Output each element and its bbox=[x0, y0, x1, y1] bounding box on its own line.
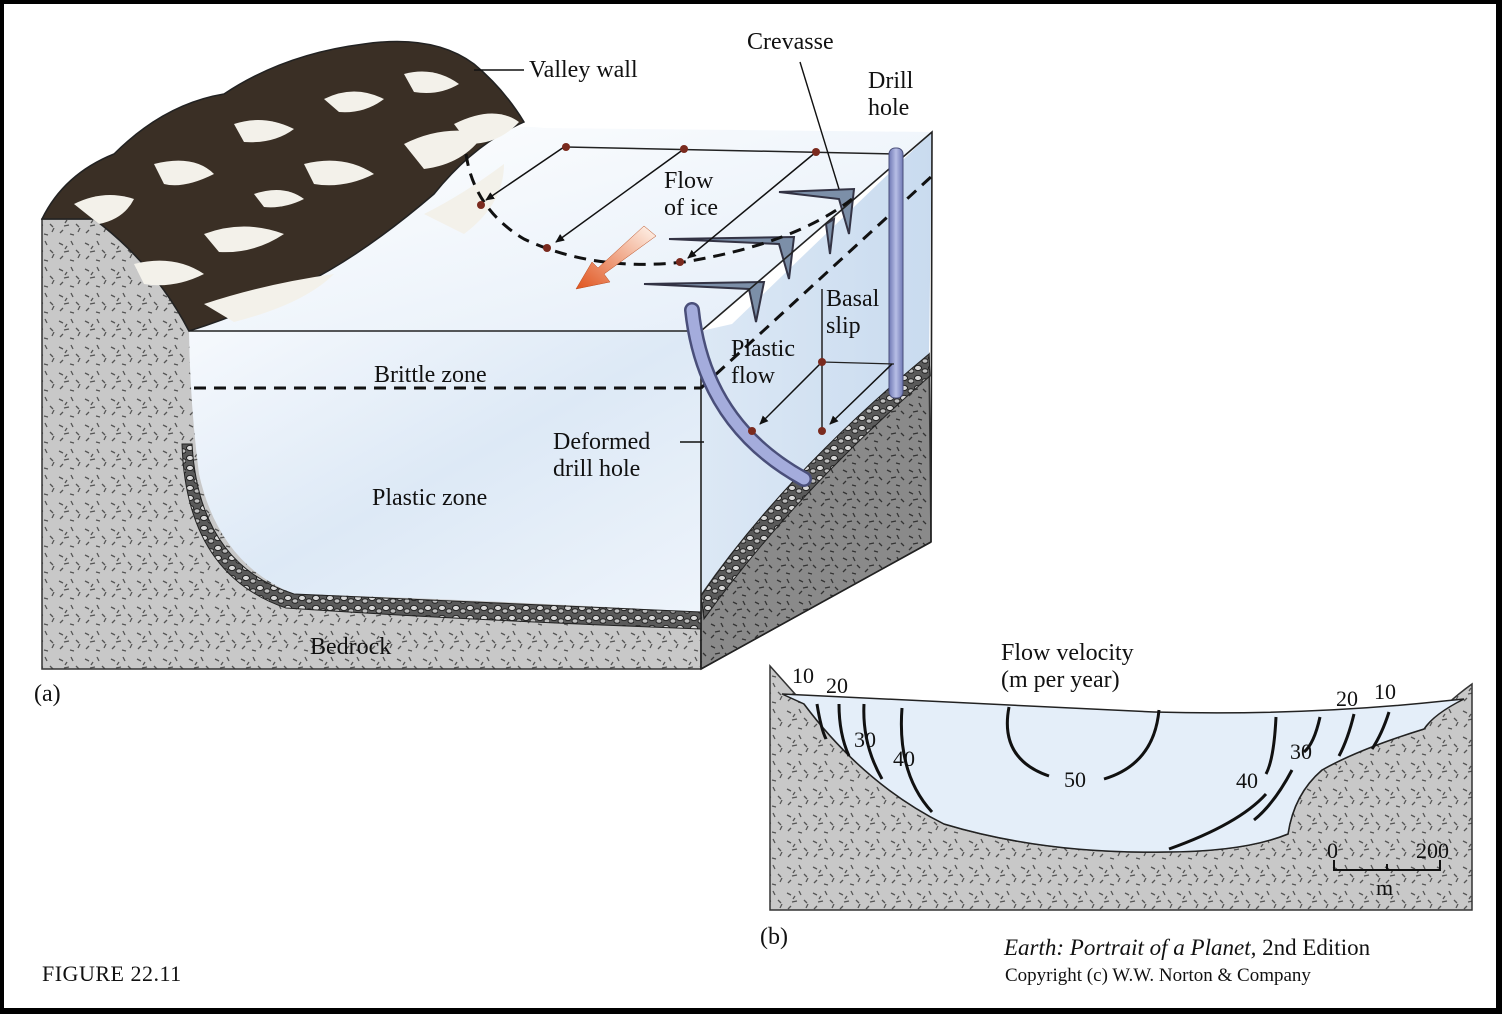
side-markers bbox=[748, 358, 826, 435]
initial-marker-line bbox=[565, 146, 895, 155]
scale-bar: 0 200 m bbox=[1327, 838, 1449, 900]
scale-start: 0 bbox=[1327, 838, 1338, 863]
contour-label-left-20: 20 bbox=[826, 673, 848, 698]
contour-label-right-20: 20 bbox=[1336, 686, 1358, 711]
label-valley-wall: Valley wall bbox=[529, 57, 638, 83]
contour-right-40 bbox=[1168, 716, 1278, 851]
copyright-notice: Copyright (c) W.W. Norton & Company bbox=[1005, 965, 1311, 986]
figure-canvas: Valley wall Crevasse Drill hole Flow of … bbox=[34, 29, 1473, 950]
label-plastic-flow-line2: flow bbox=[731, 363, 776, 389]
label-flow-of-ice-line1: Flow bbox=[664, 168, 714, 194]
scale-end: 200 bbox=[1416, 838, 1449, 863]
label-bedrock: Bedrock bbox=[310, 634, 391, 660]
contour-label-left-10: 10 bbox=[792, 663, 814, 688]
side-marker-line bbox=[821, 361, 895, 365]
panel-a-tag: (a) bbox=[34, 681, 61, 707]
contour-label-left-40: 40 bbox=[893, 746, 915, 771]
label-brittle-zone: Brittle zone bbox=[374, 362, 487, 388]
label-deformed-drill-hole-line1: Deformed bbox=[553, 429, 650, 455]
panel-b-cross-section: 10 20 30 40 50 40 30 20 10 Flow velocity… bbox=[760, 640, 1473, 950]
valley-wall-rock bbox=[40, 40, 526, 332]
book-edition: 2nd Edition bbox=[1256, 935, 1371, 960]
glacier-cross-section bbox=[189, 331, 701, 612]
label-plastic-zone: Plastic zone bbox=[372, 485, 487, 511]
contour-label-left-30: 30 bbox=[854, 727, 876, 752]
glacier-side-face bbox=[701, 132, 932, 594]
contour-right-30 bbox=[1253, 716, 1322, 822]
drill-hole-deformed-fill bbox=[686, 304, 810, 485]
label-drill-hole-line1: Drill bbox=[868, 68, 914, 94]
panel-b-tag: (b) bbox=[760, 924, 788, 950]
panel-a-block-diagram: Valley wall Crevasse Drill hole Flow of … bbox=[34, 29, 934, 707]
valley-wall-snow bbox=[74, 71, 519, 322]
crevasses bbox=[643, 187, 856, 323]
panel-b-title-line2: (m per year) bbox=[1001, 667, 1120, 693]
book-title: Earth: Portrait of a Planet, 2nd Edition bbox=[1004, 935, 1370, 961]
contour-center-50 bbox=[1005, 706, 1161, 781]
glacier-ice-b bbox=[781, 693, 1465, 853]
contour-left-40 bbox=[899, 707, 934, 814]
label-drill-hole-line2: hole bbox=[868, 95, 909, 121]
label-basal-slip-line2: slip bbox=[826, 313, 861, 339]
contour-left-20 bbox=[837, 703, 851, 757]
leader-lines bbox=[474, 61, 840, 443]
figure-number: FIGURE 22.11 bbox=[42, 961, 182, 986]
contour-right-10 bbox=[1370, 711, 1391, 750]
basal-debris-side bbox=[700, 352, 931, 621]
contour-label-right-40: 40 bbox=[1236, 768, 1258, 793]
flow-of-ice-arrow bbox=[575, 225, 657, 290]
velocity-contours bbox=[815, 703, 1391, 851]
side-flow-arrows bbox=[759, 361, 893, 425]
contour-left-10 bbox=[815, 703, 828, 740]
drill-hole-straight bbox=[888, 147, 904, 399]
contour-label-right-30: 30 bbox=[1290, 739, 1312, 764]
glacier-top-surface bbox=[189, 126, 932, 332]
label-flow-of-ice-line2: of ice bbox=[664, 195, 718, 221]
contour-label-center-50: 50 bbox=[1064, 767, 1086, 792]
label-basal-slip-line1: Basal bbox=[826, 286, 880, 312]
surface-flow-arrows bbox=[485, 146, 817, 259]
figure-frame: Valley wall Crevasse Drill hole Flow of … bbox=[4, 4, 1496, 1008]
label-crevasse: Crevasse bbox=[747, 29, 834, 55]
book-title-italic: Earth: Portrait of a Planet, bbox=[1004, 935, 1257, 960]
scale-unit: m bbox=[1376, 875, 1393, 900]
surface-markers bbox=[477, 143, 820, 266]
contour-right-20 bbox=[1337, 713, 1356, 757]
label-plastic-flow-line1: Plastic bbox=[731, 336, 795, 362]
panel-b-title-line1: Flow velocity bbox=[1001, 640, 1134, 666]
contour-label-right-10: 10 bbox=[1374, 679, 1396, 704]
contour-left-30 bbox=[862, 703, 884, 780]
label-deformed-drill-hole-line2: drill hole bbox=[553, 456, 640, 482]
